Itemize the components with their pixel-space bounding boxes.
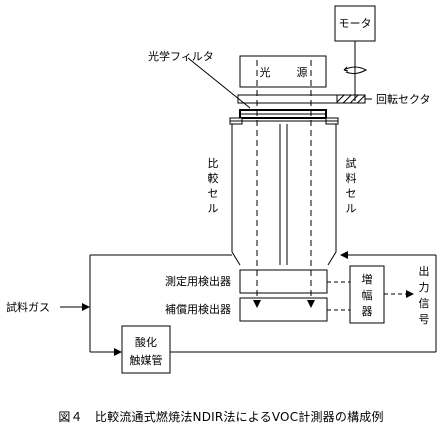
svg-text:出: 出 [419, 264, 430, 278]
light-source-label-1: 光 [260, 65, 271, 79]
rotating-sector-label: 回転セクタ [376, 93, 431, 106]
output-signal-arrow [384, 290, 414, 298]
gas-flow-lines [89, 251, 437, 356]
sample-gas-inlet: 試料ガス [6, 300, 90, 314]
light-beams [253, 60, 315, 308]
svg-text:比: 比 [208, 157, 219, 170]
oxidation-label-2: 触媒管 [130, 353, 163, 367]
svg-text:増: 増 [362, 273, 373, 286]
svg-text:料: 料 [346, 171, 357, 185]
rotation-arrow-icon [343, 66, 368, 75]
oxidation-label-1: 酸化 [135, 335, 157, 349]
svg-text:セ: セ [346, 187, 357, 200]
svg-text:幅: 幅 [362, 289, 373, 302]
motor-label: モータ [339, 17, 372, 30]
sample-cell-label: 試 料 セ ル [346, 156, 357, 215]
optical-filter-label: 光学フィルタ [148, 49, 214, 63]
measuring-detector-box: 測定用検出器 [165, 269, 328, 294]
sample-gas-label: 試料ガス [6, 300, 50, 314]
svg-text:力: 力 [419, 281, 430, 294]
compensating-detector-label: 補償用検出器 [165, 302, 231, 316]
compensating-detector-box: 補償用検出器 [165, 297, 328, 322]
optical-filter: 光学フィルタ [148, 49, 327, 119]
svg-text:ル: ル [346, 202, 357, 215]
output-signal-label: 出 力 信 号 [419, 264, 430, 326]
motor-shaft [343, 41, 368, 101]
detector-signal-lines [327, 281, 350, 311]
svg-text:試: 試 [346, 156, 357, 170]
oxidation-catalyst-box: 酸化 触媒管 [121, 325, 171, 374]
measuring-detector-label: 測定用検出器 [165, 274, 231, 288]
svg-text:セ: セ [208, 187, 219, 200]
svg-text:信: 信 [419, 297, 430, 310]
svg-text:較: 較 [208, 171, 219, 185]
svg-text:ル: ル [208, 202, 219, 215]
cell-body [229, 117, 339, 266]
svg-text:号: 号 [419, 313, 430, 326]
motor-box: モータ [334, 5, 376, 42]
light-source-box: 光 源 [239, 55, 327, 88]
amplifier-box: 増 幅 器 [349, 265, 385, 324]
light-source-label-2: 源 [297, 65, 308, 79]
reference-cell-label: 比 較 セ ル [208, 157, 219, 215]
rotating-sector: 回転セクタ [237, 93, 431, 106]
svg-text:器: 器 [362, 305, 373, 318]
figure-caption: 図４ 比較流通式燃焼法NDIR法によるVOC計測器の構成例 [58, 410, 384, 424]
